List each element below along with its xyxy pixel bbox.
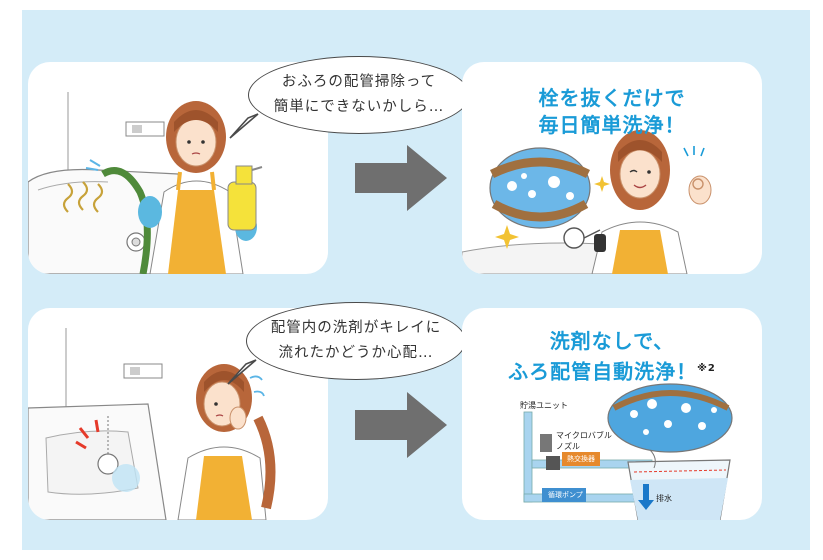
- right-arrow-icon: [355, 145, 447, 211]
- diagram-label-unit: 貯湯ユニット: [520, 401, 568, 410]
- diagram-label-nozzle: ノズル: [556, 442, 580, 451]
- worried-woman-illustration: [28, 328, 276, 520]
- diagram-label-pump: 循環ポンプ: [545, 489, 586, 501]
- woman-cleaning-illustration: [28, 92, 263, 274]
- headline-line: ふろ配管自動洗浄！: [508, 359, 698, 384]
- footnote-mark: ※2: [697, 363, 716, 374]
- bubble-text-line: 流れたかどうか心配…: [278, 345, 434, 361]
- pipe-system-diagram: [523, 383, 733, 520]
- panel-auto-cleaning-diagram: 貯湯ユニット マイクロバブル ノズル 熱交換器 循環ポンプ 排水: [462, 308, 762, 520]
- panel-after-cleaning: [462, 62, 762, 274]
- headline-line-wrapper: ふろ配管自動洗浄！※2: [462, 355, 762, 386]
- diagram-label-drain: 排水: [656, 494, 672, 503]
- speech-bubble-worry-detergent: 配管内の洗剤がキレイに 流れたかどうか心配…: [246, 302, 466, 380]
- headline-line: 洗剤なしで、: [549, 329, 675, 353]
- headline-line: 毎日簡単洗浄！: [538, 113, 686, 137]
- happy-woman-illustration: [462, 130, 712, 274]
- panel-detergent-worry: [28, 308, 328, 520]
- headline-line: 栓を抜くだけで: [538, 86, 686, 110]
- diagram-label-nozzle: マイクロバブル: [556, 431, 612, 440]
- diagram-label-heat-exchanger: 熱交換器: [564, 453, 598, 465]
- bubble-text-line: おふろの配管掃除って: [281, 74, 437, 90]
- speech-bubble-worry-cleaning: おふろの配管掃除って 簡単にできないかしら…: [248, 56, 470, 134]
- speech-bubble-tail: [229, 113, 259, 139]
- headline-easy-cleaning: 栓を抜くだけで 毎日簡単洗浄！: [462, 85, 762, 139]
- right-arrow-icon: [355, 392, 447, 458]
- headline-auto-cleaning: 洗剤なしで、 ふろ配管自動洗浄！※2: [462, 328, 762, 386]
- bubble-text-line: 簡単にできないかしら…: [273, 99, 445, 115]
- bubble-text-line: 配管内の洗剤がキレイに: [270, 320, 442, 336]
- speech-bubble-tail: [227, 359, 257, 385]
